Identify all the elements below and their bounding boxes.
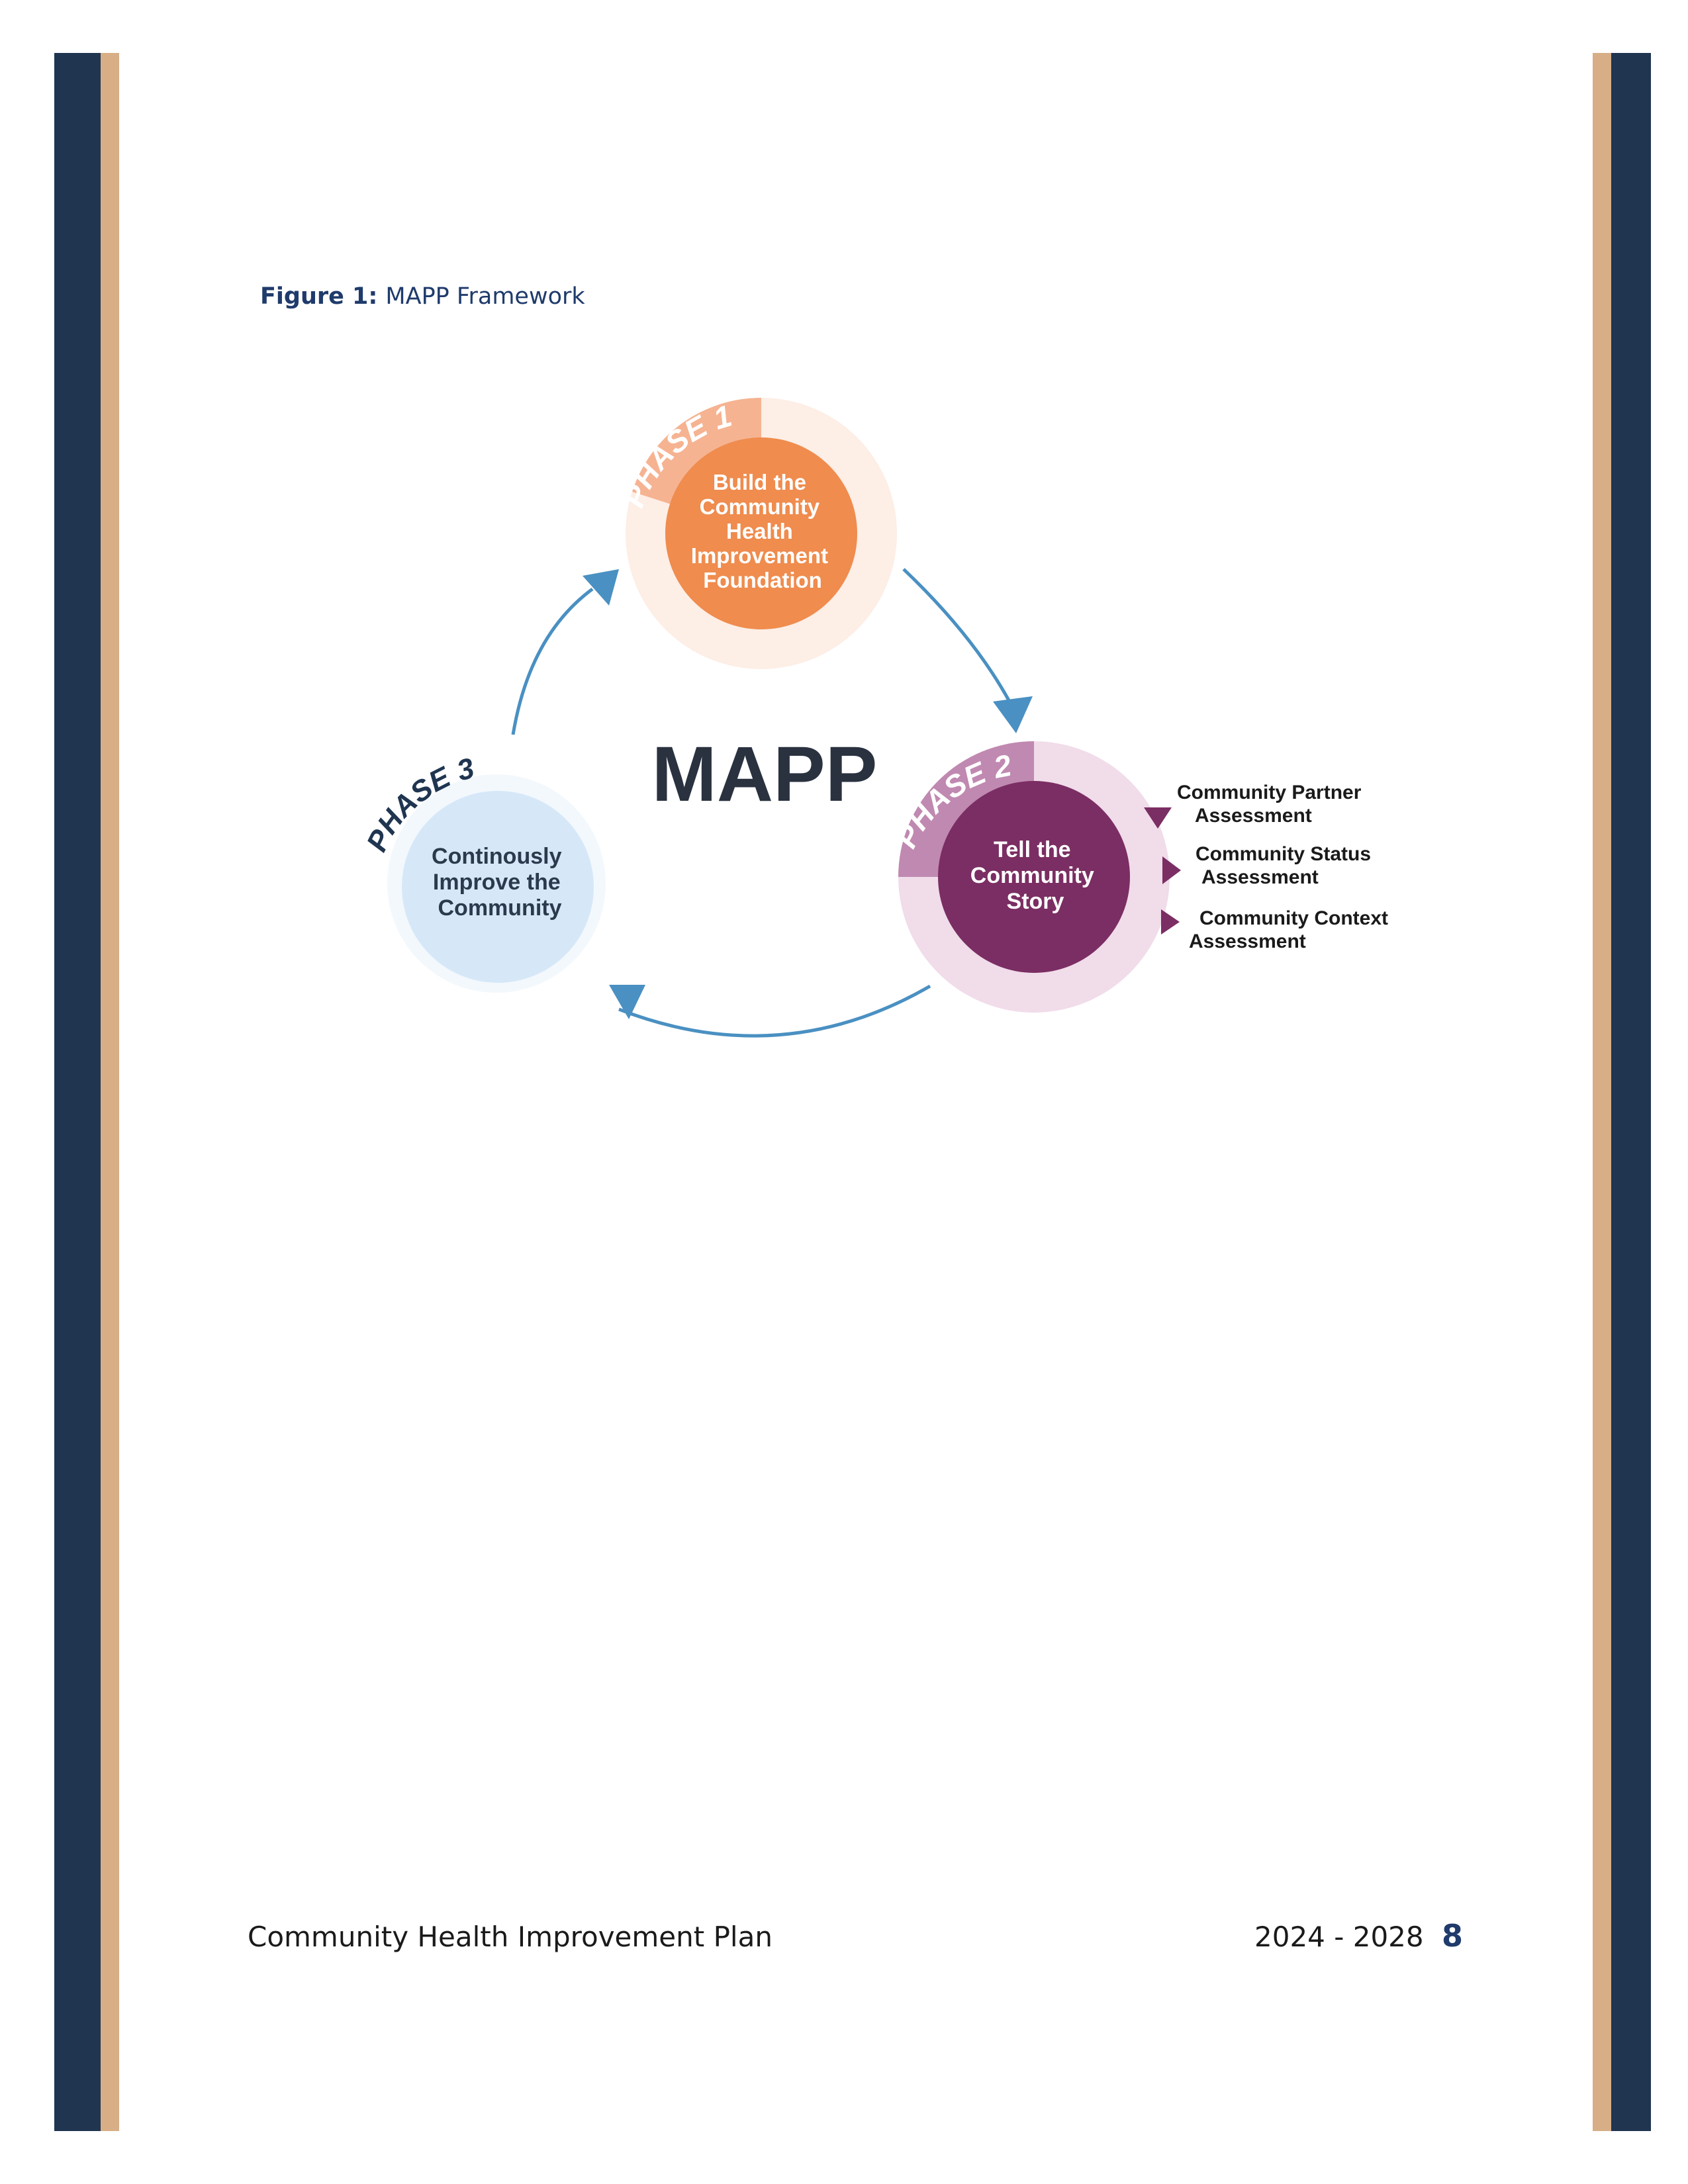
mapp-title: MAPP xyxy=(652,731,878,818)
figure-label: Figure 1: xyxy=(260,283,378,310)
right-tan-border xyxy=(1593,53,1611,2131)
figure-caption: Figure 1: MAPP Framework xyxy=(260,283,585,310)
assessment-arrow-icon xyxy=(1161,909,1180,934)
right-navy-border xyxy=(1611,53,1651,2131)
left-navy-border xyxy=(54,53,101,2131)
cycle-arrows xyxy=(511,568,1011,1038)
arrow-phase1-to-phase2 xyxy=(902,568,1011,703)
phase2-group: PHASE 2 Tell the Community Story xyxy=(888,741,1181,1013)
footer-years: 2024 - 2028 xyxy=(1254,1921,1424,1953)
phase2-label: Tell the Community Story xyxy=(970,837,1100,914)
page-number: 8 xyxy=(1442,1918,1464,1954)
assessment-arrow-icon xyxy=(1162,856,1181,884)
arrowhead-icon xyxy=(993,696,1033,733)
footer-document-title: Community Health Improvement Plan xyxy=(248,1921,773,1953)
phase3-group: PHASE 3 Continously Improve the Communit… xyxy=(360,752,606,993)
phase2-circle xyxy=(938,781,1130,973)
arrow-phase3-to-phase1 xyxy=(511,587,594,735)
left-tan-border xyxy=(101,53,119,2131)
arrowhead-icon xyxy=(609,985,645,1019)
phase1-label: Build the Community Health Improvement F… xyxy=(691,470,834,592)
phase1-circle xyxy=(665,437,857,629)
arrowhead-icon xyxy=(583,569,619,606)
arrow-phase2-to-phase3 xyxy=(618,984,931,1038)
phase3-circle xyxy=(402,791,594,983)
assessment-arrow-icon xyxy=(1144,807,1172,829)
phase3-label: Continously Improve the Community xyxy=(432,844,568,921)
phase1-group: PHASE 1 Build the Community Health Impro… xyxy=(616,398,897,669)
figure-title: MAPP Framework xyxy=(385,283,585,310)
